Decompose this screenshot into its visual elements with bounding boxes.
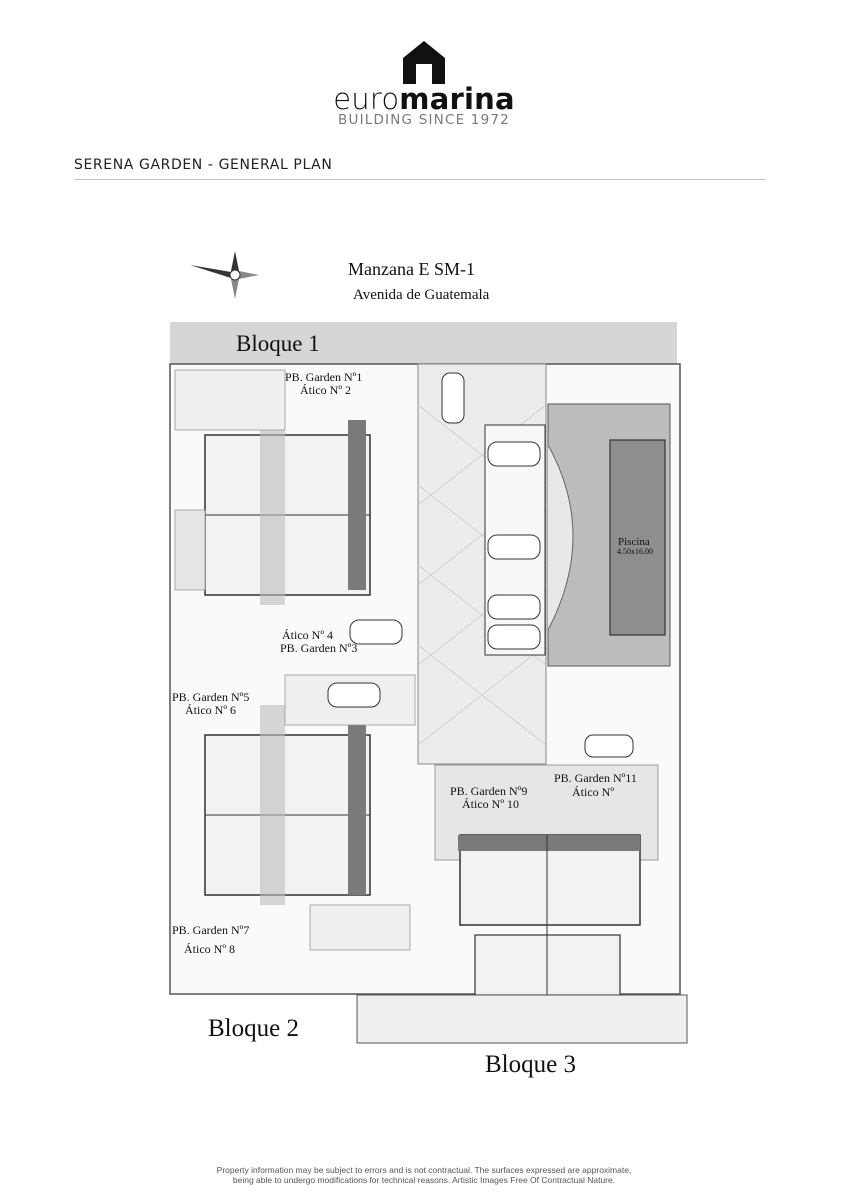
unit-2-line2: PB. Garden Nº3 bbox=[280, 641, 357, 655]
unit-label-1: PB. Garden Nº1 Ático Nº 2 bbox=[285, 370, 365, 397]
unit-4-line2: Ático Nº 8 bbox=[184, 942, 235, 956]
building-block-3 bbox=[356, 764, 688, 1044]
unit-3-line1: PB. Garden Nº5 bbox=[172, 690, 249, 704]
house-icon bbox=[403, 41, 445, 84]
unit-5-line2: Ático Nº 10 bbox=[462, 797, 519, 811]
block-label-1: Bloque 1 bbox=[236, 331, 320, 356]
unit-5-line1: PB. Garden Nº9 bbox=[450, 784, 527, 798]
unit-3-line2: Ático Nº 6 bbox=[185, 703, 236, 717]
general-plan-drawing: Manzana E SM-1 Avenida de Guatemala Bloq… bbox=[169, 251, 688, 1078]
unit-label-2: Ático Nº 4 PB. Garden Nº3 bbox=[280, 628, 357, 655]
plan-header-block: Manzana E SM-1 bbox=[348, 259, 475, 279]
brand-name: euromarina bbox=[0, 82, 848, 116]
building-block-2 bbox=[204, 674, 416, 951]
compass-rose-icon bbox=[190, 251, 259, 299]
plan-header-street: Avenida de Guatemala bbox=[353, 287, 490, 303]
block-label-2: Bloque 2 bbox=[208, 1015, 299, 1042]
unit-1-line1: PB. Garden Nº1 bbox=[285, 370, 362, 384]
title-divider bbox=[74, 179, 766, 180]
unit-6-line1: PB. Garden Nº11 bbox=[554, 771, 637, 785]
swimming-pool bbox=[609, 439, 666, 636]
unit-6-line2: Ático Nº bbox=[572, 785, 614, 799]
unit-2-line1: Ático Nº 4 bbox=[282, 628, 333, 642]
pool-label: Piscina bbox=[618, 536, 650, 548]
unit-4-line1: PB. Garden Nº7 bbox=[172, 923, 249, 937]
disclaimer-line-2: being able to undergo modifications for … bbox=[232, 1175, 616, 1185]
pool-lawn bbox=[547, 444, 574, 631]
unit-label-5: PB. Garden Nº9 Ático Nº 10 bbox=[450, 784, 530, 811]
unit-label-3: PB. Garden Nº5 Ático Nº 6 bbox=[172, 690, 252, 717]
unit-1-line2: Ático Nº 2 bbox=[300, 383, 351, 397]
block-label-3: Bloque 3 bbox=[485, 1051, 576, 1078]
legal-disclaimer: Property information may be subject to e… bbox=[0, 1165, 848, 1185]
brand-name-light: euro bbox=[333, 82, 400, 116]
street-band bbox=[170, 322, 677, 364]
unit-label-4: PB. Garden Nº7 Ático Nº 8 bbox=[172, 923, 252, 956]
pool-size: 4.50x16.00 bbox=[617, 547, 653, 556]
brand-tagline: BUILDING SINCE 1972 bbox=[338, 112, 510, 128]
brand-name-bold: marina bbox=[399, 82, 515, 116]
disclaimer-line-1: Property information may be subject to e… bbox=[216, 1165, 632, 1175]
building-block-1 bbox=[174, 369, 371, 605]
page-title: SERENA GARDEN - GENERAL PLAN bbox=[74, 157, 333, 173]
unit-label-6: PB. Garden Nº11 Ático Nº bbox=[554, 771, 640, 799]
